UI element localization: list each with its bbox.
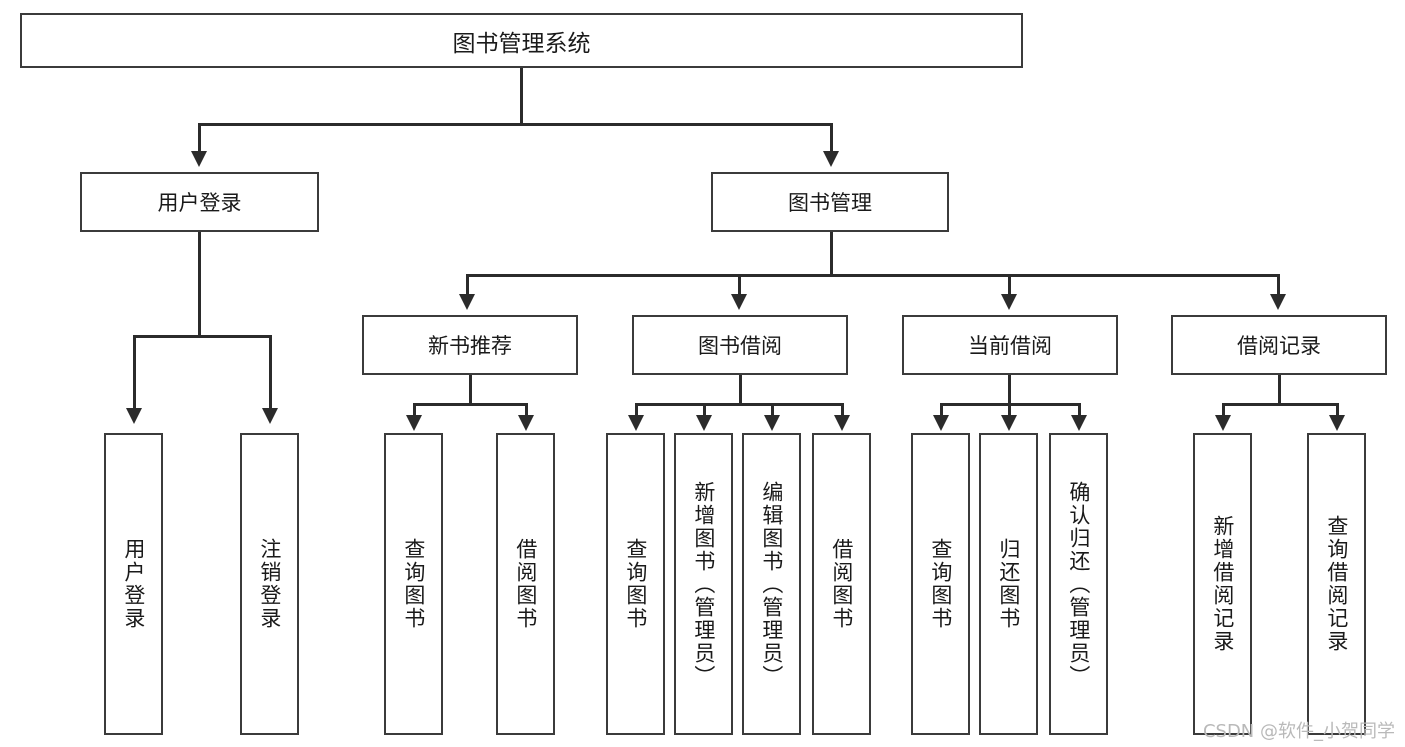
connector-bb-branch-1 (635, 403, 638, 415)
node-label: 用户登录 (157, 191, 242, 215)
connector-new-book-recommend-stem (469, 375, 472, 403)
connector-book-borrow-stem (739, 375, 742, 403)
leaf-query-book-2[interactable]: 查询图书 (606, 433, 665, 735)
node-label: 借阅记录 (1237, 334, 1321, 358)
node-label: 借阅图书 (829, 538, 854, 630)
connector-cb-branch-2 (1008, 403, 1011, 415)
leaf-query-record[interactable]: 查询借阅记录 (1307, 433, 1366, 735)
leaf-edit-book[interactable]: 编辑图书（管理员） (742, 433, 801, 735)
arrow-leaf-query-record (1329, 415, 1345, 431)
node-label: 注销登录 (257, 538, 282, 630)
connector-user-login-branch-2 (269, 335, 272, 408)
arrow-leaf-logout-login (262, 408, 278, 424)
node-label: 图书管理 (788, 191, 872, 215)
node-label: 图书管理系统 (452, 30, 591, 57)
arrow-to-new-book-recommend (459, 294, 475, 310)
leaf-query-book-3[interactable]: 查询图书 (911, 433, 970, 735)
arrow-leaf-query-book-2 (628, 415, 644, 431)
arrow-leaf-add-record (1215, 415, 1231, 431)
node-label: 新增图书（管理员） (691, 480, 716, 688)
node-label: 查询图书 (623, 538, 648, 630)
node-label: 查询图书 (928, 538, 953, 630)
leaf-add-book[interactable]: 新增图书（管理员） (674, 433, 733, 735)
arrow-to-user-login (191, 151, 207, 167)
node-label: 编辑图书（管理员） (759, 480, 784, 688)
node-user-login[interactable]: 用户登录 (80, 172, 319, 232)
arrow-leaf-edit-book (764, 415, 780, 431)
arrow-to-borrow-record (1270, 294, 1286, 310)
node-current-borrow[interactable]: 当前借阅 (902, 315, 1118, 375)
node-label: 查询借阅记录 (1324, 515, 1349, 653)
node-label: 归还图书 (996, 538, 1021, 630)
connector-book-manage-branch-4 (1277, 274, 1280, 294)
node-label: 借阅图书 (513, 538, 538, 630)
node-label: 查询图书 (401, 538, 426, 630)
leaf-return-book[interactable]: 归还图书 (979, 433, 1038, 735)
leaf-add-record[interactable]: 新增借阅记录 (1193, 433, 1252, 735)
connector-to-user-login (198, 123, 201, 151)
leaf-query-book-1[interactable]: 查询图书 (384, 433, 443, 735)
connector-nbr-branch-2 (525, 403, 528, 415)
connector-nbr-branch-1 (413, 403, 416, 415)
connector-bb-branch-2 (703, 403, 706, 415)
leaf-confirm-return[interactable]: 确认归还（管理员） (1049, 433, 1108, 735)
node-label: 新书推荐 (428, 334, 512, 358)
connector-to-book-manage (830, 123, 833, 151)
arrow-to-book-manage (823, 151, 839, 167)
connector-borrow-record-stem (1278, 375, 1281, 403)
connector-user-login-bus (133, 335, 271, 338)
arrow-leaf-add-book (696, 415, 712, 431)
connector-borrow-record-bus (1222, 403, 1338, 406)
leaf-logout-login[interactable]: 注销登录 (240, 433, 299, 735)
connector-current-borrow-stem (1008, 375, 1011, 403)
arrow-leaf-confirm-return (1071, 415, 1087, 431)
node-label: 用户登录 (121, 538, 146, 630)
leaf-user-login[interactable]: 用户登录 (104, 433, 163, 735)
connector-bb-branch-3 (771, 403, 774, 415)
connector-cb-branch-3 (1078, 403, 1081, 415)
connector-book-manage-bus (466, 274, 1280, 277)
csdn-watermark: CSDN @软件_小贺同学 (1202, 721, 1395, 742)
arrow-leaf-query-book-3 (933, 415, 949, 431)
connector-root-bus (198, 123, 832, 126)
connector-book-manage-branch-2 (738, 274, 741, 294)
node-label: 确认归还（管理员） (1066, 480, 1091, 688)
connector-book-manage-stem (830, 232, 833, 274)
connector-br-branch-1 (1222, 403, 1225, 415)
connector-book-borrow-bus (635, 403, 843, 406)
leaf-borrow-book-1[interactable]: 借阅图书 (496, 433, 555, 735)
leaf-borrow-book-2[interactable]: 借阅图书 (812, 433, 871, 735)
connector-bb-branch-4 (841, 403, 844, 415)
arrow-leaf-query-book-1 (406, 415, 422, 431)
node-label: 当前借阅 (968, 334, 1052, 358)
arrow-leaf-borrow-book-2 (834, 415, 850, 431)
arrow-to-current-borrow (1001, 294, 1017, 310)
node-book-borrow[interactable]: 图书借阅 (632, 315, 848, 375)
arrow-leaf-return-book (1001, 415, 1017, 431)
connector-book-manage-branch-3 (1008, 274, 1011, 294)
arrow-to-book-borrow (731, 294, 747, 310)
connector-user-login-stem (198, 232, 201, 335)
node-borrow-record[interactable]: 借阅记录 (1171, 315, 1387, 375)
node-label: 新增借阅记录 (1210, 515, 1235, 653)
arrow-leaf-user-login (126, 408, 142, 424)
connector-br-branch-2 (1336, 403, 1339, 415)
node-book-manage[interactable]: 图书管理 (711, 172, 949, 232)
arrow-leaf-borrow-book-1 (518, 415, 534, 431)
node-label: 图书借阅 (698, 334, 782, 358)
connector-root-stem (520, 68, 523, 123)
connector-book-manage-branch-1 (466, 274, 469, 294)
node-root-book-management-system[interactable]: 图书管理系统 (20, 13, 1023, 68)
connector-cb-branch-1 (940, 403, 943, 415)
connector-user-login-branch-1 (133, 335, 136, 408)
node-new-book-recommend[interactable]: 新书推荐 (362, 315, 578, 375)
connector-new-book-recommend-bus (413, 403, 527, 406)
